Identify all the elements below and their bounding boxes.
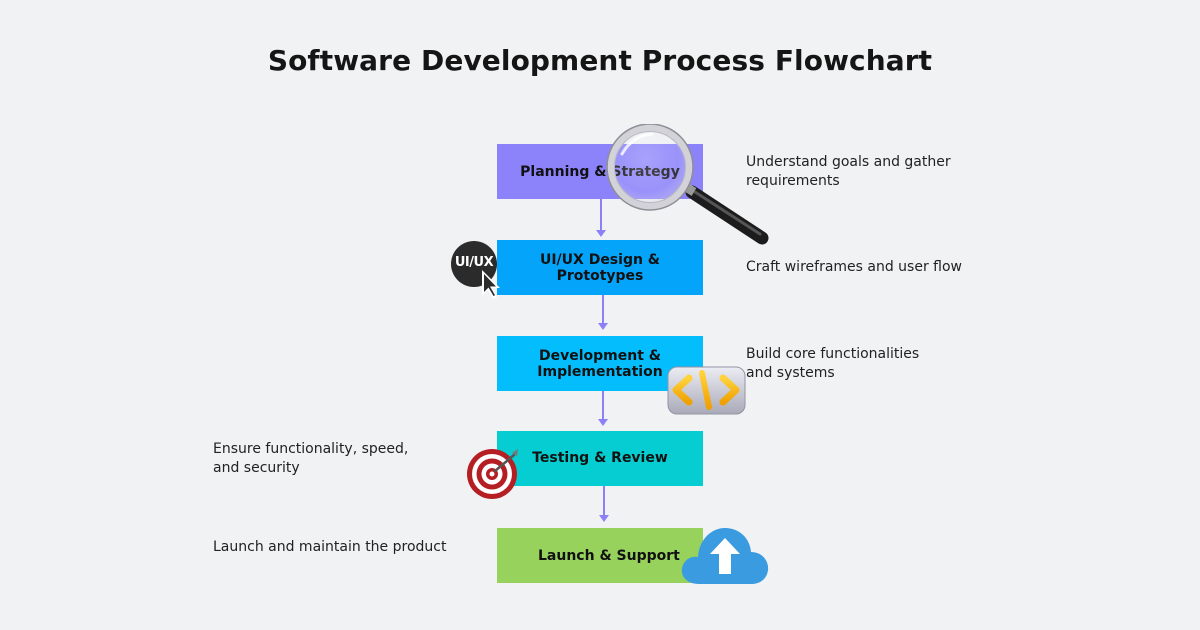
step-launch: Launch & Support — [497, 528, 703, 583]
step-description-development: Build core functionalities and systems — [746, 346, 920, 381]
magnifying-glass-icon — [606, 124, 769, 245]
page-title: Software Development Process Flowchart — [267, 44, 933, 77]
connector-arrow-3 — [598, 390, 608, 426]
step-description-launch: Launch and maintain the product — [213, 539, 447, 555]
connector-arrow-4 — [599, 486, 609, 522]
ui-ux-badge-text: UI/UX — [454, 255, 494, 270]
ui-ux-cursor-icon: UI/UX — [450, 240, 510, 300]
connector-arrow-1 — [596, 198, 606, 237]
step-description-planning: Understand goals and gather requirements — [746, 154, 951, 189]
target-icon — [467, 449, 518, 499]
step-testing: Testing & Review — [497, 431, 703, 486]
step-design: UI/UX Design & Prototypes — [497, 240, 703, 295]
step-description-design: Craft wireframes and user flow — [746, 259, 963, 275]
step-label: Development & Implementation — [537, 347, 663, 380]
step-label: UI/UX Design & Prototypes — [539, 251, 661, 284]
cloud-upload-icon — [681, 528, 769, 584]
step-label: Launch & Support — [538, 547, 680, 564]
code-brackets-icon — [667, 366, 746, 415]
connector-arrow-2 — [598, 295, 608, 330]
step-label: Testing & Review — [532, 450, 668, 466]
step-description-testing: Ensure functionality, speed, and securit… — [213, 441, 409, 476]
